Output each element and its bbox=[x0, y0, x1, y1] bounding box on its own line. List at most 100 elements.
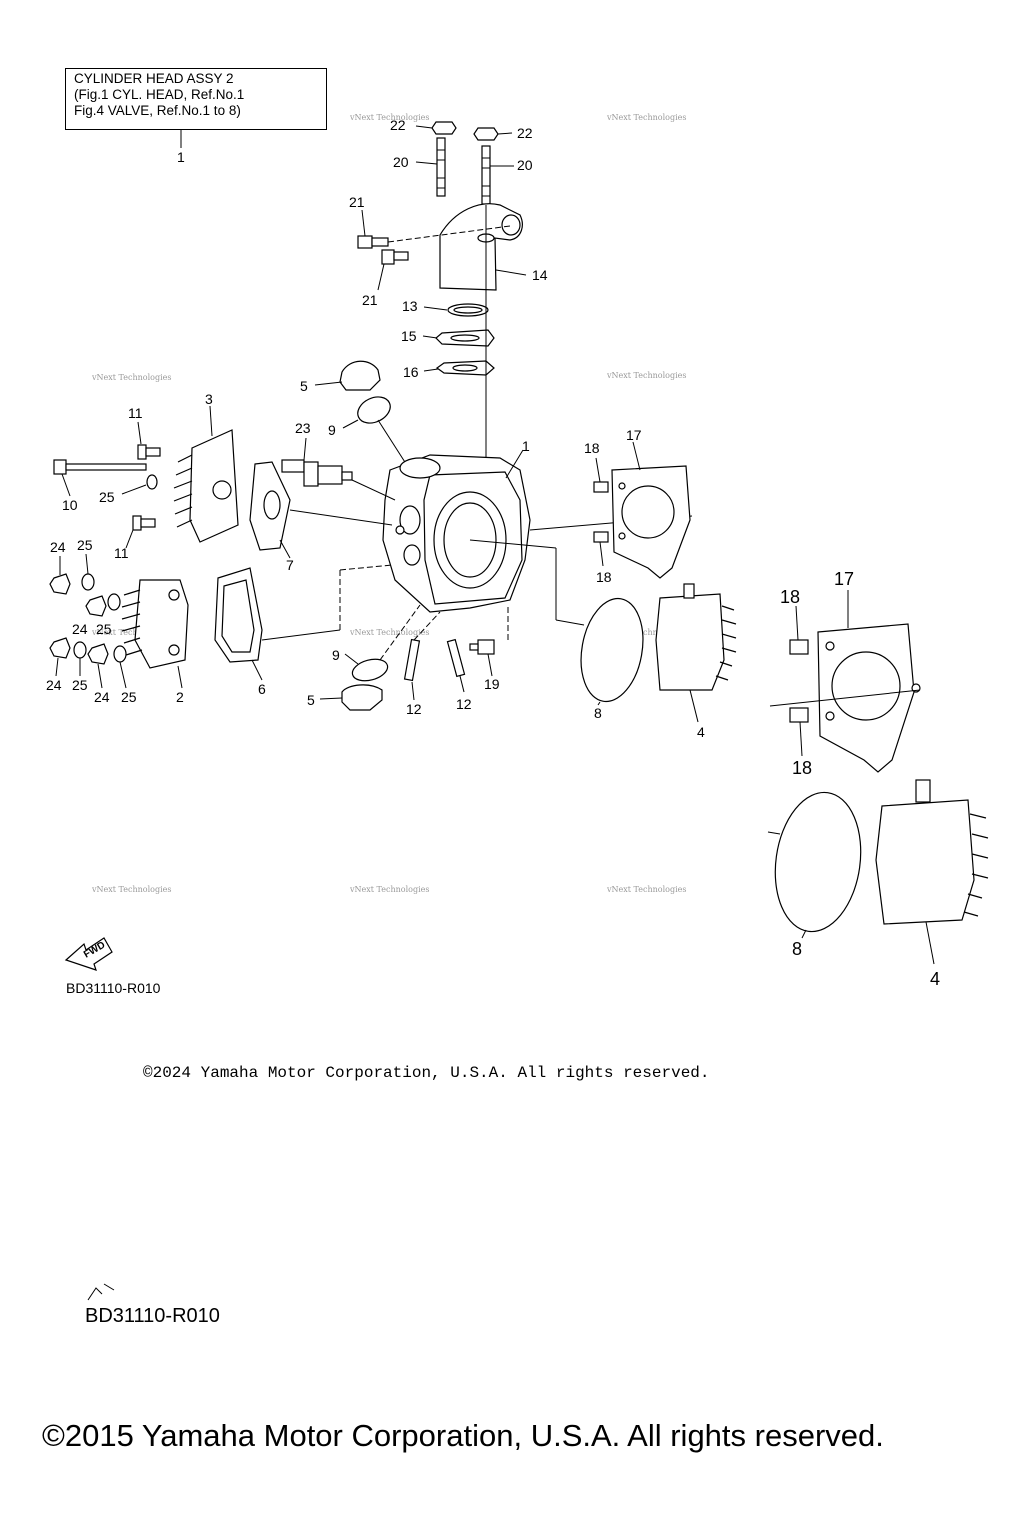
callout-25-a: 25 bbox=[99, 489, 115, 505]
leader-line bbox=[261, 629, 341, 641]
part-12-stud-a bbox=[403, 638, 421, 682]
part-24-nut-b bbox=[85, 595, 107, 617]
diagram-ref-code-large: BD31110-R010 bbox=[85, 1305, 220, 1327]
part-11-bolt-top bbox=[137, 444, 161, 460]
leader-line bbox=[495, 269, 527, 276]
part-24-nut-a bbox=[49, 573, 71, 595]
watermark: vNext Technologies bbox=[606, 113, 686, 122]
leader-line bbox=[413, 611, 441, 641]
callout-9-bottom: 9 bbox=[332, 647, 340, 663]
leader-line bbox=[689, 689, 699, 723]
leader-line bbox=[251, 659, 263, 681]
leader-line bbox=[379, 604, 421, 661]
part-10-long-bolt bbox=[53, 459, 147, 475]
leader-line bbox=[487, 653, 493, 677]
callout-24-c: 24 bbox=[46, 677, 62, 693]
assembly-ref-line-1: (Fig.1 CYL. HEAD, Ref.No.1 bbox=[74, 87, 245, 102]
part-18-dowel-large-top bbox=[789, 639, 809, 655]
watermark: vNext Technologies bbox=[606, 371, 686, 380]
part-23-spark-plug bbox=[281, 459, 353, 487]
part-2-head-cover bbox=[121, 579, 189, 669]
leader-line bbox=[339, 564, 393, 571]
leader-line bbox=[459, 675, 465, 693]
callout-7: 7 bbox=[286, 557, 294, 573]
part-25-washer bbox=[113, 645, 127, 663]
leader-line bbox=[387, 225, 511, 243]
diagram-ref-code: BD31110-R010 bbox=[66, 980, 161, 996]
callout-18-bottom: 18 bbox=[596, 569, 612, 585]
callout-22-right: 22 bbox=[517, 125, 533, 141]
part-5-cap-bottom bbox=[341, 684, 383, 711]
part-18-dowel-large-bottom bbox=[789, 707, 809, 723]
part-7-gasket-hole bbox=[263, 490, 281, 520]
callout-16: 16 bbox=[403, 364, 419, 380]
leader-line bbox=[61, 473, 71, 497]
callout-4-large: 4 bbox=[930, 969, 940, 989]
callout-24-b: 24 bbox=[72, 621, 88, 637]
callout-9-top: 9 bbox=[328, 422, 336, 438]
part-11-bolt-bottom bbox=[132, 515, 156, 531]
part-25-washer bbox=[81, 573, 95, 591]
callout-10: 10 bbox=[62, 497, 78, 513]
part-6-gasket-inner bbox=[221, 579, 255, 653]
part-20-stud-left bbox=[436, 137, 446, 197]
part-22-nut-left bbox=[431, 121, 457, 135]
leader-line bbox=[422, 335, 438, 339]
part-18-dowel-top bbox=[593, 481, 609, 493]
leader-line bbox=[209, 405, 213, 437]
part-8-o-ring-large bbox=[774, 791, 862, 933]
part-9-o-ring-top bbox=[357, 396, 391, 424]
copyright-notice-small: ©2024 Yamaha Motor Corporation, U.S.A. A… bbox=[143, 1064, 710, 1082]
leader-line bbox=[377, 263, 385, 291]
part-3-side-cover bbox=[173, 429, 239, 543]
part-9-o-ring-bottom bbox=[351, 658, 389, 682]
callout-1: 1 bbox=[522, 438, 530, 454]
part-25-washer bbox=[73, 641, 87, 659]
part-21-bolt-bottom bbox=[381, 249, 409, 265]
leader-line bbox=[801, 929, 807, 939]
part-5-cap-top bbox=[339, 360, 381, 391]
callout-1-box: 1 bbox=[177, 149, 185, 165]
watermark: vNext Technologies bbox=[349, 885, 429, 894]
watermark: vNext Technologies bbox=[349, 628, 429, 637]
callout-14: 14 bbox=[532, 267, 548, 283]
watermark: vNext Technologies bbox=[91, 628, 171, 637]
callout-25-b: 25 bbox=[77, 537, 93, 553]
leader-line bbox=[505, 449, 524, 479]
callout-20-right: 20 bbox=[517, 157, 533, 173]
leader-line bbox=[555, 619, 585, 626]
part-4-cylinder-small bbox=[655, 583, 737, 691]
callout-25-c: 25 bbox=[96, 621, 112, 637]
part-8-o-ring-small bbox=[580, 597, 644, 703]
leader-line bbox=[925, 921, 935, 965]
leader-line bbox=[177, 665, 183, 689]
part-1-cylinder-head bbox=[382, 454, 531, 613]
callout-12-a: 12 bbox=[406, 701, 422, 717]
part-24-nut-c bbox=[49, 637, 71, 659]
callout-11-top: 11 bbox=[128, 405, 143, 421]
assembly-ref-line-2: Fig.4 VALVE, Ref.No.1 to 8) bbox=[74, 103, 241, 118]
leader-line bbox=[497, 132, 513, 135]
watermarks: vNext Technologies vNext Technologies vN… bbox=[91, 113, 686, 894]
part-13-o-ring-inner bbox=[453, 306, 483, 314]
callout-18-large-bottom: 18 bbox=[792, 758, 812, 778]
fwd-arrow-fragment-icon bbox=[87, 1283, 115, 1301]
part-25-washer bbox=[107, 593, 121, 611]
leader-line bbox=[319, 697, 343, 700]
callout-8: 8 bbox=[594, 705, 602, 721]
callout-22-left: 22 bbox=[390, 117, 406, 133]
watermark: vNext Technologies bbox=[349, 113, 429, 122]
leader-line bbox=[342, 419, 359, 429]
part-4-cylinder-large bbox=[875, 779, 989, 925]
watermark: vNext Technologies bbox=[91, 373, 171, 382]
callout-24-d: 24 bbox=[94, 689, 110, 705]
leader-line bbox=[415, 125, 433, 129]
callout-8-large: 8 bbox=[792, 939, 802, 959]
callout-2: 2 bbox=[176, 689, 184, 705]
leader-line bbox=[469, 539, 557, 549]
callout-11-bottom: 11 bbox=[114, 545, 129, 561]
part-17-head-gasket-large bbox=[817, 623, 921, 773]
callout-21-bottom: 21 bbox=[362, 292, 378, 308]
watermark: vNext Technologies bbox=[91, 885, 171, 894]
